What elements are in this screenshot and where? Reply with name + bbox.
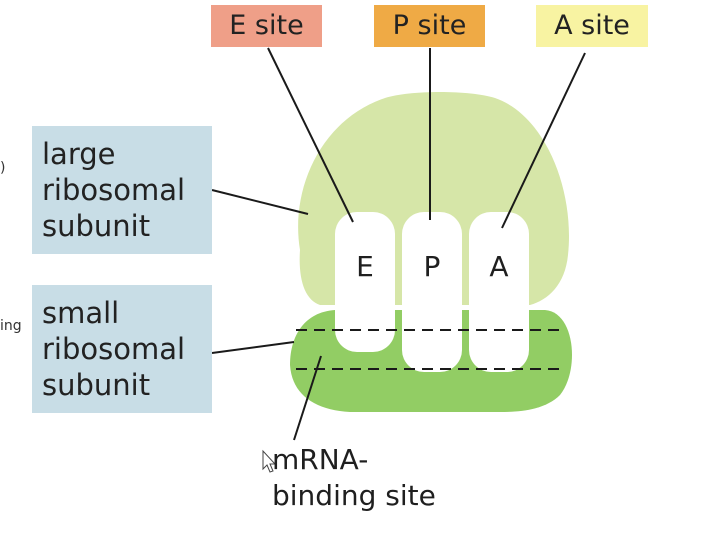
a-site-label: A site xyxy=(536,5,648,47)
small-subunit-label-line: subunit xyxy=(42,368,151,402)
a-site-leader-line xyxy=(501,52,586,229)
small-subunit-leader-line xyxy=(211,341,295,354)
small-subunit-label: small ribosomal subunit xyxy=(32,285,212,413)
e-site-leader-line xyxy=(267,47,354,223)
e-site-label: E site xyxy=(211,5,322,47)
small-subunit-label-line: ribosomal xyxy=(42,332,186,366)
large-subunit-label-line: subunit xyxy=(42,209,151,243)
cropped-text-fragment: ) xyxy=(0,160,6,176)
large-subunit-leader-line xyxy=(211,189,309,215)
large-subunit-label: large ribosomal subunit xyxy=(32,126,212,254)
e-site-letter: E xyxy=(356,250,374,283)
mrna-binding-site-label: mRNA- binding site xyxy=(272,442,436,514)
a-site-slot xyxy=(469,212,529,372)
a-site-letter: A xyxy=(489,250,509,283)
mrna-label-line: mRNA- xyxy=(272,443,369,476)
large-subunit-label-line: ribosomal xyxy=(42,173,186,207)
small-subunit-label-line: small xyxy=(42,296,120,330)
mrna-leader-line xyxy=(293,355,322,441)
large-subunit-label-line: large xyxy=(42,137,116,171)
p-site-slot xyxy=(402,212,462,372)
cropped-text-fragment: ing xyxy=(0,318,22,334)
p-site-label: P site xyxy=(374,5,485,47)
mouse-cursor-icon xyxy=(262,449,277,473)
e-site-slot xyxy=(335,212,395,352)
mrna-label-line: binding site xyxy=(272,479,436,512)
p-site-letter: P xyxy=(423,250,441,283)
